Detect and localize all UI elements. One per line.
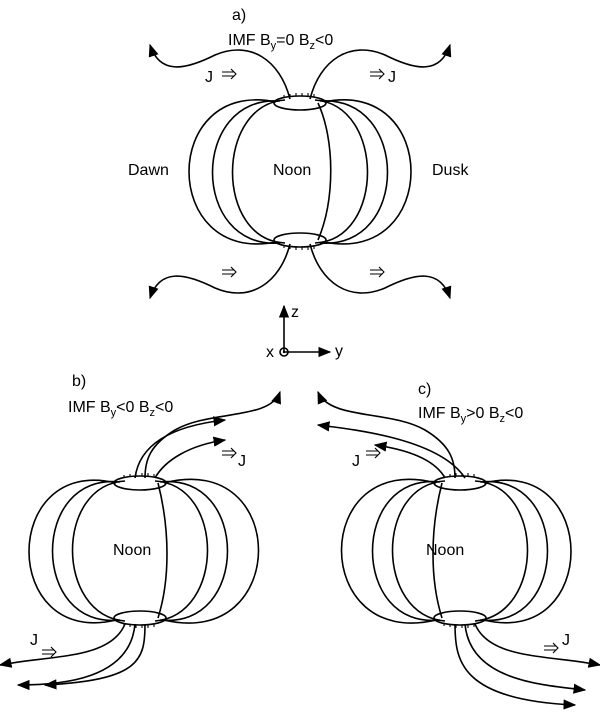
panel-b-imf-label: IMF By<0 Bz<0 [68,399,173,419]
x-axis-symbol [279,347,289,357]
panel-a-label: a) [232,7,246,24]
panel-b-label: b) [72,373,86,390]
noon-meridian [317,102,332,241]
noon-meridian [157,482,168,619]
current-label: J [205,69,213,86]
current-label: J [30,632,38,649]
x-axis-dot [282,350,286,354]
field-line [28,479,117,624]
x-axis-label: x [266,344,274,361]
current-arrow [222,68,237,80]
field-line [319,100,389,244]
z-axis-label: z [291,304,299,321]
south-cap-ticks [283,245,315,250]
y-axis-label: y [335,343,343,360]
south-cap-ticks [443,623,475,628]
open-field-line [464,623,587,694]
north-polar-cap [273,95,327,111]
south-polar-cap [113,610,167,626]
dusk-label: Dusk [432,162,469,179]
current-label: J [562,632,570,649]
open-field-line [0,623,126,668]
north-cap-ticks [283,93,315,98]
current-arrow [370,266,385,278]
open-field-line [317,390,456,479]
dawn-label: Dawn [128,162,169,179]
field-line [71,480,126,622]
field-line [231,99,286,244]
open-field-line-sw [148,243,291,300]
field-line [391,480,446,622]
field-line [211,100,281,244]
open-field-line [154,436,227,479]
panel-c-label: c) [418,381,431,398]
noon-meridian [432,482,443,619]
noon-label: Noon [426,542,464,559]
open-field-line [16,623,136,691]
coordinate-axes: z y x [266,304,343,361]
open-field-line-nw [148,43,291,100]
open-field-line [43,623,146,690]
field-line [323,99,412,245]
panel-a-imf-label: IMF By=0 Bz<0 [228,32,333,52]
field-line [154,480,209,622]
field-line [163,478,260,624]
open-field-line-ne [309,43,452,100]
current-arrow [366,447,381,459]
current-arrow [544,642,559,654]
open-field-line [144,390,281,479]
field-line [483,479,572,624]
panel-b: b) IMF By<0 Bz<0 J J Noon [0,373,281,691]
open-field-line [474,623,600,668]
panel-c: c) IMF By>0 Bz<0 J J Noon [316,381,600,710]
open-field-line [134,416,227,479]
current-label: J [352,453,360,470]
open-field-line [373,441,446,479]
current-arrow [370,68,385,80]
current-label: J [388,69,396,86]
field-line [340,478,437,624]
current-arrow [222,447,237,459]
field-line [51,480,121,622]
south-polar-cap [433,610,487,626]
open-field-line [454,623,577,710]
open-field-line-se [309,243,452,300]
noon-label: Noon [273,162,311,179]
current-label: J [238,453,246,470]
south-polar-cap [273,232,327,248]
field-line [479,480,549,622]
current-arrow [42,646,57,658]
noon-label: Noon [113,542,151,559]
current-arrow [222,266,237,278]
field-line [159,480,229,622]
open-field-line [316,421,466,479]
panel-a: a) IMF By=0 Bz<0 [128,7,469,300]
field-line [314,99,369,244]
field-line [371,480,441,622]
field-line [474,480,529,622]
field-line [188,99,277,245]
panel-c-imf-label: IMF By>0 Bz<0 [418,405,523,425]
